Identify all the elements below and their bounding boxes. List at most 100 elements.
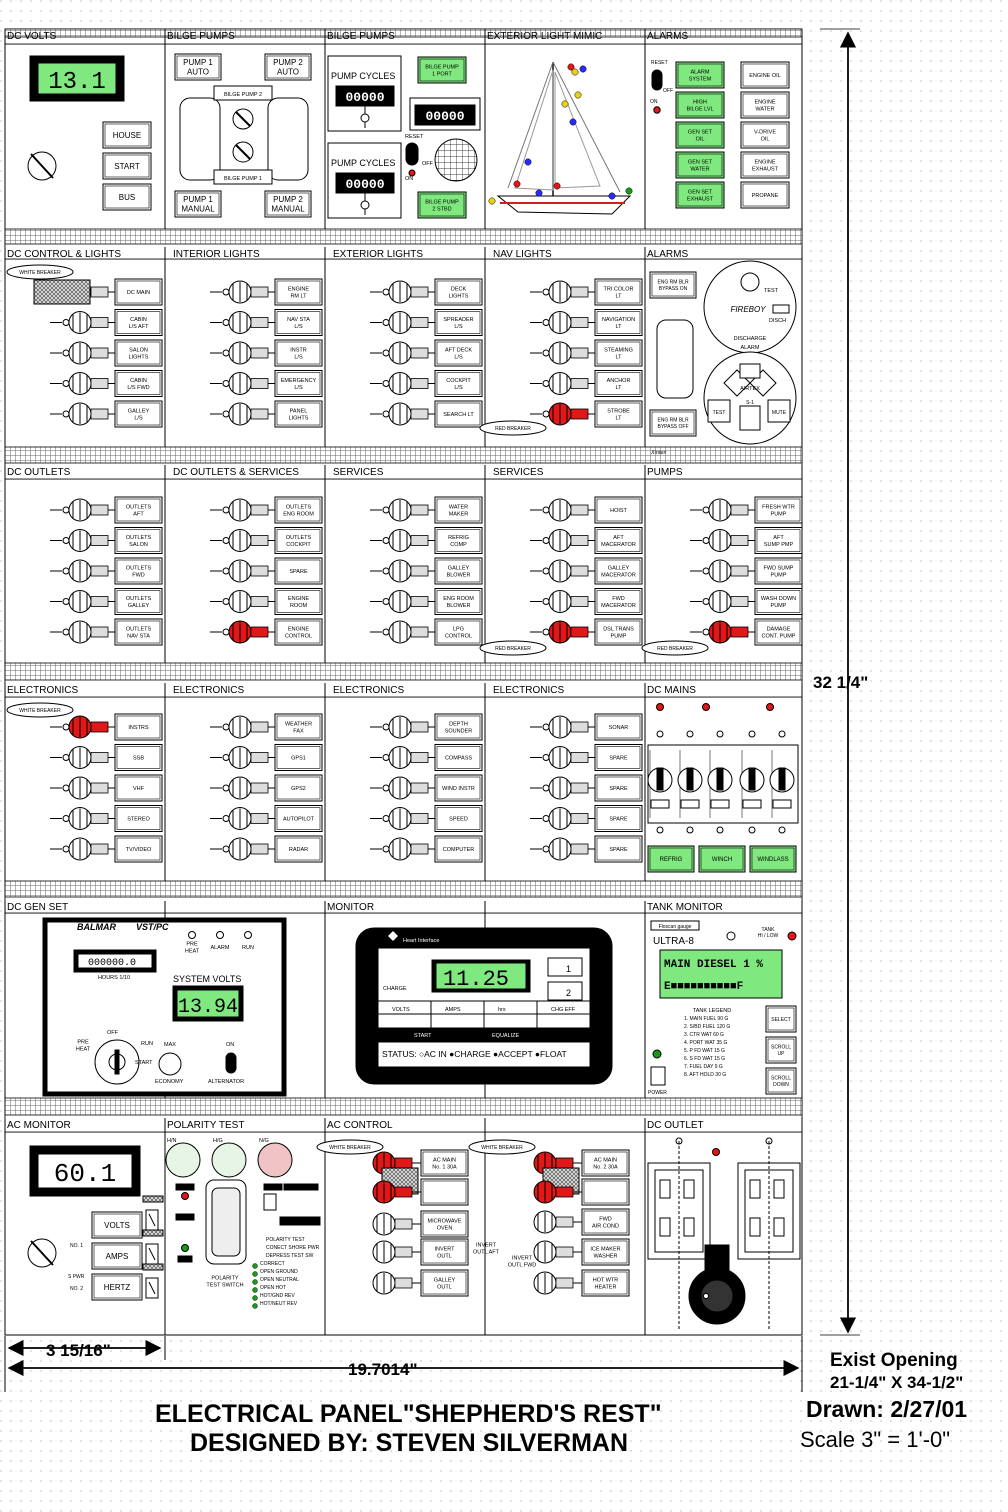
- dc-main-led: [702, 703, 710, 711]
- breaker-engine-rm-lt-label: [274, 278, 323, 306]
- breaker-wash-down-pump-nut: [702, 598, 710, 605]
- breaker-note-ellipse: [316, 1139, 384, 1155]
- breaker-outlets-nav-sta-label-text: OUTLETS: [126, 626, 152, 632]
- breaker-outlets-fwd-label-inner: [116, 559, 161, 583]
- alarm-indicator-green: [675, 121, 725, 149]
- alternator-toggle: [225, 1052, 237, 1074]
- height-dimension: 32 1/4": [813, 673, 868, 692]
- volts-lcd: [37, 62, 117, 95]
- ultra8-model: ULTRA-8: [653, 936, 694, 947]
- module-width-dimension: 3 15/16": [46, 1341, 111, 1360]
- breaker-outlets-salon-handle: [90, 535, 109, 546]
- discharge-label: DISCHARGE: [734, 336, 767, 342]
- breaker-engine-room-label: [274, 588, 323, 615]
- breaker-cabin-l-s-aft-nut: [62, 319, 70, 326]
- breaker-deck-lights-nut: [382, 288, 390, 296]
- breaker-steaming-lt-label-text: LT: [615, 354, 622, 360]
- ac-breaker-label-inner: [583, 1151, 628, 1175]
- breaker-fwd-macerator-nut: [542, 598, 550, 605]
- tank-legend-title: TANK LEGEND: [693, 1008, 731, 1014]
- alarm-indicator-green: [675, 181, 725, 209]
- breaker-note: WHITE BREAKER: [19, 270, 61, 276]
- breaker-sonar-nut: [542, 723, 550, 731]
- breaker-radar-label: [274, 835, 323, 863]
- breaker-spare-nut: [542, 754, 550, 761]
- breaker-wash-down-pump-label-text: WASH DOWN: [761, 596, 796, 602]
- section-header: ELECTRONICS: [173, 685, 244, 696]
- section-header: POLARITY TEST: [167, 1120, 244, 1131]
- breaker-computer-label: [434, 835, 483, 863]
- breaker-navigation-lt-label: [594, 309, 643, 336]
- breaker-compass-label-inner: [436, 746, 481, 769]
- breaker-salon-lights-label-text: LIGHTS: [129, 354, 149, 360]
- alarm-indicator-text: WATER: [755, 106, 774, 112]
- breaker-galley-blower-label-text: GALLEY: [448, 565, 470, 571]
- polarity-instruction: CONECT SHORE PWR: [266, 1245, 320, 1251]
- breaker-fresh-wtr-pump-label-text: FRESH WTR: [762, 504, 795, 510]
- alarm-indicator-green-text: BILGE LVL: [686, 106, 713, 112]
- polarity-instruction: OPEN HOT: [260, 1285, 286, 1291]
- nav-light-mimic: [535, 189, 543, 197]
- breaker-panel-lights-label-inner: [276, 402, 321, 426]
- breaker-cockpit-l-s-label-text: L/S: [454, 385, 463, 391]
- monitor-key: hrs: [498, 1007, 506, 1013]
- tank-legend-entry: 3. CTR WAT 60 G: [684, 1032, 724, 1038]
- section-header: ELECTRONICS: [493, 685, 564, 696]
- breaker-dc-main-label: [114, 278, 163, 306]
- breaker-fwd-sump-pump-label-text: PUMP: [771, 572, 787, 578]
- breaker-refrig-comp-nut: [382, 537, 390, 544]
- breaker-note: WHITE BREAKER: [19, 708, 61, 714]
- monitor-key: CHG EFF: [551, 1007, 576, 1013]
- nav-light-mimic: [561, 100, 569, 108]
- genset-regulator-knob: [158, 1052, 182, 1076]
- breaker-fwd-sump-pump-nut: [702, 567, 710, 575]
- alarm-indicator-inner: [742, 123, 788, 147]
- dc-main-button-inner: [751, 847, 795, 871]
- breaker-cabin-l-s-aft-label-inner: [116, 311, 161, 334]
- breaker-search-lt-label-text: SEARCH LT: [443, 412, 474, 418]
- breaker-computer-label-inner: [436, 837, 481, 861]
- breaker-vhf-handle: [90, 782, 109, 794]
- dc-mains-base: [742, 799, 762, 809]
- breaker-tv-video-label-text: TV/VIDEO: [126, 847, 152, 853]
- breaker-salon-lights-label-text: SALON: [129, 347, 148, 353]
- section-header: INTERIOR LIGHTS: [173, 249, 260, 260]
- breaker-water-maker-label-inner: [436, 498, 481, 522]
- breaker-outlets-aft-nut: [62, 506, 70, 514]
- breaker-tv-video-handle: [90, 843, 109, 855]
- breaker-emergency-l-s-nut: [222, 380, 230, 387]
- breaker-dsl-trans-pump-label-text: PUMP: [611, 633, 627, 639]
- breaker-fwd-sump-pump-label-text: FWD SUMP: [764, 565, 794, 571]
- tank-scroll-button-text: UP: [778, 1051, 786, 1057]
- drawn-date: Drawn: 2/27/01: [806, 1396, 968, 1422]
- section-header: PUMPS: [647, 467, 683, 478]
- ac-breaker-label: [420, 1149, 469, 1177]
- breaker-instrs-label-text: INSTRS: [128, 725, 149, 731]
- breaker-cockpit-l-s-handle: [410, 378, 429, 389]
- breaker-ssb-label-inner: [116, 746, 161, 769]
- breaker-cabin-l-s-fwd-label-text: L/S FWD: [127, 385, 149, 391]
- breaker-lpg-control-handle: [410, 626, 429, 638]
- alarm-indicator-green-text: GEN SET: [688, 159, 713, 165]
- alarm-indicator-inner: [742, 153, 788, 177]
- breaker-speed-handle: [410, 813, 429, 824]
- polarity-instruction: POLARITY TEST: [266, 1237, 305, 1243]
- breaker-emergency-l-s-label-text: EMERGENCY: [281, 378, 317, 384]
- breaker-anchor-lt-label-inner: [596, 372, 641, 395]
- breaker-galley-l-s-label: [114, 400, 163, 428]
- breaker-note-ellipse: [641, 640, 709, 656]
- section-header: ALARMS: [647, 31, 688, 42]
- breaker-instr-l-s-label-inner: [276, 341, 321, 365]
- genset-volts-lcd: [176, 989, 240, 1018]
- nav-light-mimic: [513, 180, 521, 188]
- ac-switch-pin: [148, 1247, 156, 1261]
- breaker-tri-color-lt-nut: [542, 288, 550, 296]
- alarm-indicator-green-text: ALARM: [691, 69, 710, 75]
- tank-scroll-button: [765, 1005, 797, 1033]
- alarm-indicator-text: PROPANE: [752, 193, 779, 199]
- bilge-pump-stbd-button-text: 2 STBD: [432, 206, 451, 212]
- breaker-emergency-l-s-label-inner: [276, 372, 321, 395]
- invert-outlet-aft-label: INVERT: [476, 1242, 497, 1248]
- breaker-strobe-lt-label-inner: [596, 402, 641, 426]
- designer-line: DESIGNED BY: STEVEN SILVERMAN: [190, 1429, 629, 1457]
